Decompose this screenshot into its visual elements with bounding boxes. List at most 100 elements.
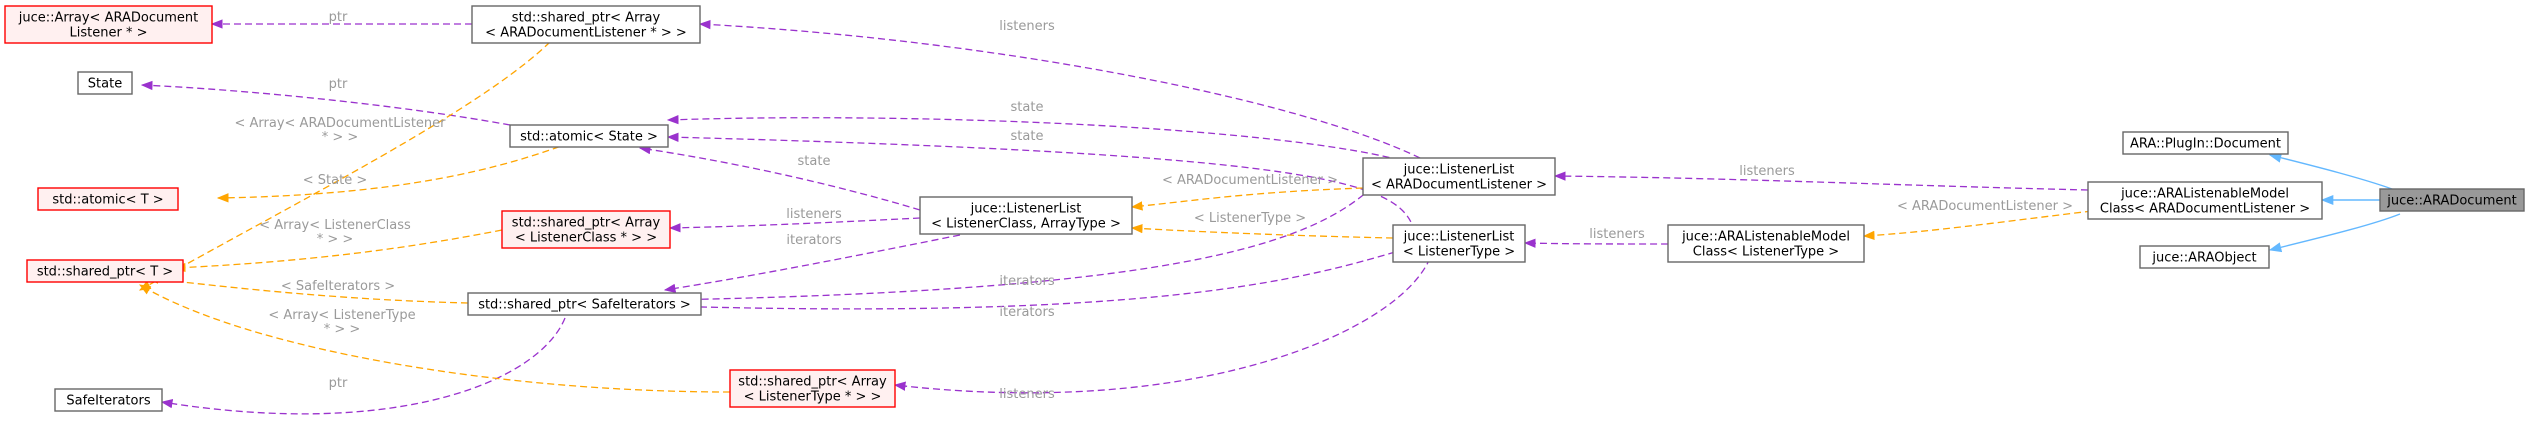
edge-label-line: ptr: [329, 10, 348, 25]
edge-label-line: listeners: [1589, 227, 1645, 242]
edge-label: ptr: [329, 376, 348, 391]
node-listenerlist-type[interactable]: juce::ListenerList< ListenerType >: [1392, 224, 1526, 263]
edge-label-line: * > >: [317, 232, 354, 247]
edge-iterators-type: [663, 251, 1396, 311]
edge-iterators-doc: [663, 179, 1381, 305]
edge-label: iterators: [999, 305, 1054, 320]
node-label: < ListenerType * > >: [744, 390, 882, 405]
node-safeiterators[interactable]: SafeIterators: [54, 388, 163, 412]
edge-label-line: iterators: [786, 233, 841, 248]
edge-label-line: iterators: [999, 274, 1054, 289]
node-shared-ptr-t[interactable]: std::shared_ptr< T >: [26, 259, 184, 283]
node-label: ARA::PlugIn::Document: [2130, 137, 2281, 152]
node-label: std::shared_ptr< Array: [512, 216, 661, 231]
node-ara-plugin-document[interactable]: ARA::PlugIn::Document: [2122, 131, 2289, 155]
edge-label: < ListenerType >: [1194, 211, 1306, 226]
edge-label-line: ptr: [329, 376, 348, 391]
node-label: std::atomic< T >: [52, 193, 163, 208]
edge-label-line: listeners: [1739, 164, 1795, 179]
edge-templ-shared-safe: [146, 274, 469, 304]
node-label: juce::ListenerList: [1403, 230, 1515, 245]
edge-label-line: < ARADocumentListener >: [1162, 173, 1338, 188]
edge-label: < ARADocumentListener >: [1162, 173, 1338, 188]
node-label: juce::ARAListenableModel: [1681, 230, 1850, 245]
edge-templ-shared-type: [138, 284, 731, 393]
edge-label-line: < State >: [303, 173, 367, 188]
edge-label: < State >: [303, 173, 367, 188]
node-label: juce::ARAListenableModel: [2120, 187, 2289, 202]
edge-label: < SafeIterators >: [281, 279, 395, 294]
node-label: juce::ListenerList: [1403, 163, 1515, 178]
edge-label-line: listeners: [999, 387, 1055, 402]
edge-label-line: state: [798, 154, 831, 169]
edge-label-line: * > >: [322, 130, 359, 145]
edge-label-line: < ARADocumentListener >: [1897, 199, 2073, 214]
node-label: < ListenerClass, ArrayType >: [931, 217, 1121, 232]
node-label: std::atomic< State >: [520, 130, 658, 145]
edge-label: ptr: [329, 77, 348, 92]
edge-label-line: * > >: [324, 322, 361, 337]
node-label: < ARADocumentListener * > >: [485, 26, 687, 41]
edge-state-type: [666, 132, 1416, 233]
edge-label: < ARADocumentListener >: [1897, 199, 2073, 214]
edge-label: < Array< ARADocumentListener* > >: [234, 116, 446, 145]
edge-label-line: < SafeIterators >: [281, 279, 395, 294]
node-label: < ListenerType >: [1403, 245, 1515, 260]
node-atomic-t[interactable]: std::atomic< T >: [37, 187, 179, 211]
edge-label: listeners: [999, 387, 1055, 402]
node-ara-object[interactable]: juce::ARAObject: [2139, 245, 2270, 269]
node-label: < ListenerClass * > >: [515, 231, 657, 246]
edge-label: state: [798, 154, 831, 169]
node-state[interactable]: State: [77, 71, 133, 95]
node-label: SafeIterators: [66, 394, 150, 409]
edge-inherit-plugin-document: [2268, 152, 2401, 193]
edge-labels: ptr listeners ptr state state state < Ar…: [234, 10, 2073, 402]
edge-listeners-class: [668, 217, 921, 233]
edge-ptr-safe: [160, 317, 566, 415]
edge-label-line: state: [1011, 129, 1044, 144]
node-label: std::shared_ptr< T >: [37, 265, 173, 280]
edge-label: ptr: [329, 10, 348, 25]
edge-label-line: state: [1011, 100, 1044, 115]
edge-label: iterators: [999, 274, 1054, 289]
edge-listeners-model-type: [1523, 238, 1669, 248]
node-label: < ARADocumentListener >: [1371, 178, 1547, 193]
node-shared-ptr-array-doc[interactable]: std::shared_ptr< Array< ARADocumentListe…: [471, 5, 701, 44]
node-label: juce::ARADocument: [2386, 194, 2516, 209]
edge-label-line: < Array< ARADocumentListener: [234, 116, 446, 131]
edge-label: < Array< ListenerClass* > >: [259, 218, 411, 247]
node-label: juce::Array< ARADocument: [18, 11, 198, 26]
edge-label-line: iterators: [999, 305, 1054, 320]
edges: [138, 19, 2401, 415]
edge-label-line: < Array< ListenerClass: [259, 218, 411, 233]
edge-inherit-ara-object: [2268, 213, 2401, 253]
edge-listeners-top: [698, 19, 1421, 159]
edge-state-class: [638, 144, 921, 211]
node-atomic-state[interactable]: std::atomic< State >: [509, 124, 669, 148]
node-shared-ptr-array-type[interactable]: std::shared_ptr< Array< ListenerType * >…: [729, 369, 896, 408]
edge-templ-atomic: [216, 138, 581, 203]
edge-templ-listenerlist-type: [1130, 223, 1394, 239]
edge-label-line: listeners: [786, 207, 842, 222]
edge-label: listeners: [999, 19, 1055, 34]
node-label: std::shared_ptr< Array: [512, 11, 661, 26]
node-shared-ptr-safeiterators[interactable]: std::shared_ptr< SafeIterators >: [467, 292, 702, 316]
node-label: juce::ARAObject: [2151, 251, 2256, 266]
node-listenerlist-class[interactable]: juce::ListenerList< ListenerClass, Array…: [919, 196, 1133, 235]
edge-templ-shared-class: [173, 229, 503, 273]
node-listenerlist-doc[interactable]: juce::ListenerList< ARADocumentListener …: [1362, 157, 1556, 196]
node-label: Listener * >: [70, 26, 148, 41]
node-shared-ptr-array-class[interactable]: std::shared_ptr< Array< ListenerClass * …: [501, 210, 671, 249]
edge-label: iterators: [786, 233, 841, 248]
node-juce-array-doc[interactable]: juce::Array< ARADocumentListener * >: [4, 5, 213, 44]
edge-label: listeners: [786, 207, 842, 222]
node-ara-document[interactable]: juce::ARADocument: [2379, 188, 2525, 212]
node-label: std::shared_ptr< SafeIterators >: [478, 298, 691, 313]
edge-templ-shared-doc: [138, 41, 551, 291]
edge-label: state: [1011, 129, 1044, 144]
edge-label: listeners: [1589, 227, 1645, 242]
node-label: Class< ListenerType >: [1693, 245, 1839, 260]
edge-listeners-model-doc: [1553, 171, 2089, 191]
